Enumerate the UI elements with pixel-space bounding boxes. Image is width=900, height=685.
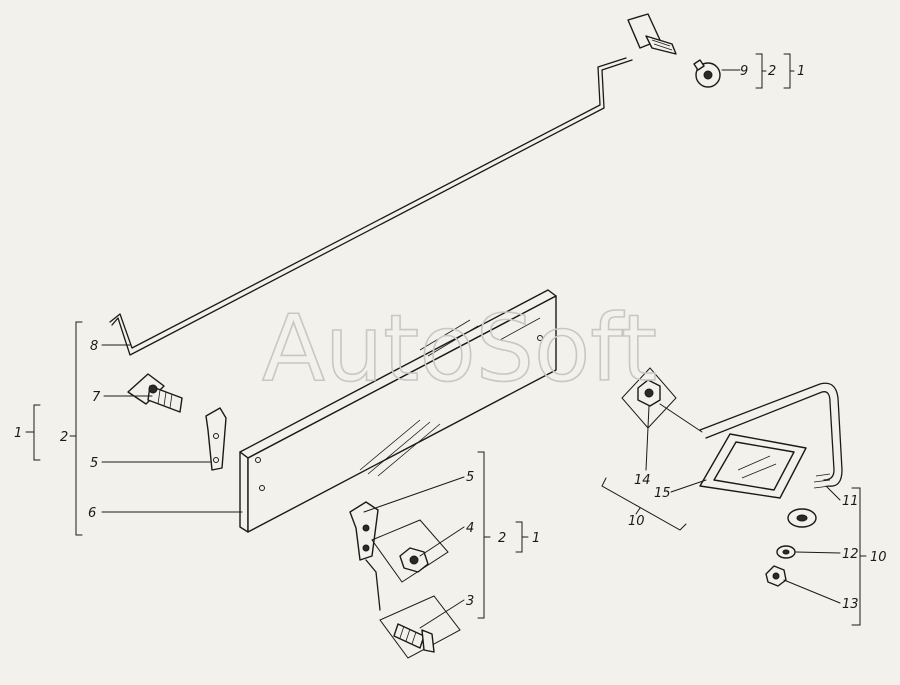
callout-2-left: 2 xyxy=(60,430,68,445)
reflector-part-15 xyxy=(699,433,807,499)
bolt-part-7 xyxy=(127,373,183,413)
group-brackets xyxy=(25,53,867,626)
callout-12: 12 xyxy=(842,547,859,562)
rod-part-8 xyxy=(109,57,633,356)
top-clamp-plate xyxy=(627,13,677,55)
callout-15: 15 xyxy=(654,486,671,501)
callout-7: 7 xyxy=(92,390,101,405)
callout-13: 13 xyxy=(842,597,859,612)
callout-1-left: 1 xyxy=(14,426,22,441)
callout-1-mid: 1 xyxy=(532,531,540,546)
bracket-part-5-right xyxy=(349,501,381,611)
callout-1-top: 1 xyxy=(797,64,805,79)
callout-8: 8 xyxy=(90,339,98,354)
callout-10-right: 10 xyxy=(870,550,887,565)
callout-5-right: 5 xyxy=(466,470,474,485)
callout-2-mid: 2 xyxy=(498,531,506,546)
callout-9-top: 9 xyxy=(740,64,748,79)
callout-5-left: 5 xyxy=(90,456,98,471)
watermark: AutoSoft xyxy=(262,295,657,402)
callout-3: 3 xyxy=(466,594,474,609)
u-bolt-part-11 xyxy=(659,382,843,489)
callout-6: 6 xyxy=(88,506,96,521)
callout-4: 4 xyxy=(466,521,474,536)
leader-lines xyxy=(101,69,841,629)
callout-14: 14 xyxy=(634,473,651,488)
callout-10-bottom: 10 xyxy=(628,514,645,529)
nut-part-13 xyxy=(765,565,787,587)
nut-part-14 xyxy=(621,367,677,429)
nut-part-9 xyxy=(693,59,721,88)
washer-part-12 xyxy=(776,545,796,559)
nut-part-4 xyxy=(371,519,449,583)
callout-11: 11 xyxy=(842,494,859,509)
ring-washer xyxy=(787,508,817,528)
bolt-part-3 xyxy=(379,595,461,659)
callout-labels: 9 2 1 8 7 1 2 5 6 5 4 3 2 1 14 15 10 11 … xyxy=(14,64,887,612)
bracket-part-5-left xyxy=(205,407,227,471)
glass-panel-part-6 xyxy=(239,289,557,533)
callout-2-top: 2 xyxy=(768,64,776,79)
